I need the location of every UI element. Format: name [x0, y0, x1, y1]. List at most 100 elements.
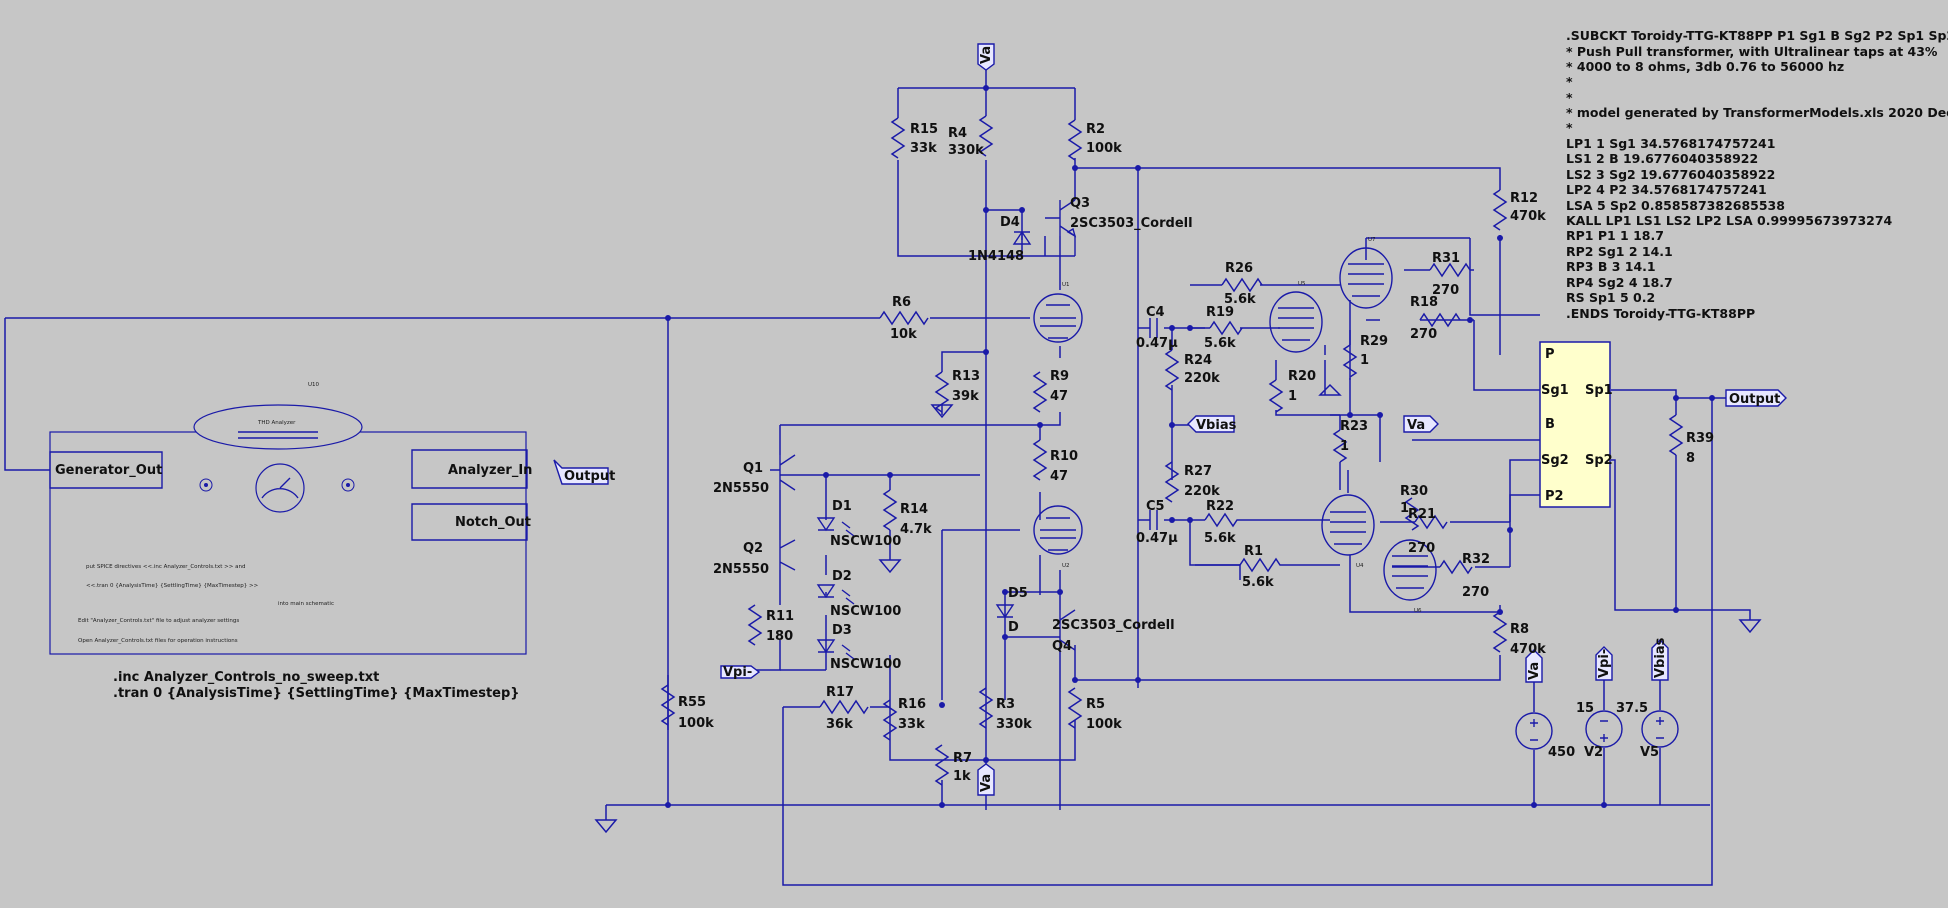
v2-source: [1515, 712, 1553, 750]
svg-text:R1: R1: [1244, 544, 1263, 559]
ground-icon: [1738, 619, 1762, 634]
svg-text:.inc Analyzer_Controls_no_swee: .inc Analyzer_Controls_no_sweep.txt: [113, 670, 379, 685]
svg-text:Output: Output: [564, 469, 615, 484]
svg-text:D3: D3: [832, 623, 852, 638]
svg-text:1N4148: 1N4148: [968, 249, 1024, 264]
r39-symbol: [1668, 414, 1684, 456]
svg-text:330k: 330k: [996, 717, 1032, 732]
net-label-output-left: Output: [553, 459, 615, 485]
svg-text:U7: U7: [1368, 237, 1376, 243]
svg-text:Sg1: Sg1: [1541, 383, 1569, 398]
meter-dial-icon: [255, 463, 305, 513]
svg-text:<<.tran 0 {AnalysisTime} {Sett: <<.tran 0 {AnalysisTime} {SettlingTime} …: [86, 583, 259, 589]
diodes: [816, 230, 1032, 660]
svg-text:1k: 1k: [953, 769, 971, 784]
r19-symbol: [1209, 320, 1243, 336]
thd-analyzer-block: THD Analyzer U10 Generator_Out Analyzer_…: [49, 382, 532, 655]
svg-text:R30: R30: [1400, 484, 1428, 499]
net-labels: Va Va Vbias Va Vpi- Output Output Va Vpi…: [553, 43, 1787, 796]
svg-text:270: 270: [1432, 283, 1459, 298]
svg-text:LP1 1 Sg1 34.5768174757241: LP1 1 Sg1 34.5768174757241: [1566, 136, 1775, 151]
svg-text:put SPICE directives <<.inc An: put SPICE directives <<.inc Analyzer_Con…: [86, 564, 245, 570]
r13-symbol: [934, 371, 950, 413]
v5-source: [1641, 710, 1679, 748]
svg-text:* model generated by Transfor: * model generated by TransformerModels.x…: [1566, 105, 1948, 120]
svg-text:Sp2: Sp2: [1585, 453, 1613, 468]
r17-symbol: [819, 699, 869, 715]
svg-text:NSCW100: NSCW100: [830, 534, 901, 549]
svg-text:C5: C5: [1146, 499, 1165, 514]
q3-symbol: [1045, 199, 1077, 256]
svg-text:R16: R16: [898, 697, 926, 712]
svg-text:0.47µ: 0.47µ: [1136, 336, 1178, 351]
svg-text:into main schematic: into main schematic: [278, 601, 334, 607]
svg-text:Vpi-: Vpi-: [723, 665, 752, 680]
svg-text:36k: 36k: [826, 717, 853, 732]
svg-text:330k: 330k: [948, 143, 984, 158]
d3-symbol: [816, 639, 855, 660]
svg-text:U4: U4: [1356, 563, 1364, 569]
svg-text:RP1 P1 1 18.7: RP1 P1 1 18.7: [1566, 228, 1664, 243]
svg-text:39k: 39k: [952, 389, 979, 404]
u2-tube: U2: [1033, 505, 1083, 569]
svg-text:1: 1: [1360, 353, 1369, 368]
svg-text:U6: U6: [1414, 608, 1422, 614]
svg-text:Q1: Q1: [743, 461, 763, 476]
transistors: [770, 199, 1077, 651]
ground-symbols: [594, 383, 1762, 834]
svg-text:Va: Va: [1407, 418, 1425, 433]
r8-symbol: [1492, 611, 1508, 653]
svg-text:.tran 0 {AnalysisTime} {Settli: .tran 0 {AnalysisTime} {SettlingTime} {M…: [113, 686, 520, 701]
svg-text:Notch_Out: Notch_Out: [455, 515, 531, 530]
svg-text:R24: R24: [1184, 353, 1212, 368]
spice-subckt-netlist: .SUBCKT Toroidy-TTG-KT88PP P1 Sg1 B Sg2 …: [1566, 28, 1948, 321]
net-label-va-supply: Va: [1525, 649, 1543, 683]
r9-symbol: [1032, 371, 1048, 413]
q4-symbol: [1059, 609, 1076, 651]
r11-symbol: [747, 604, 763, 646]
resistors: [660, 115, 1684, 786]
r20-symbol: [1268, 379, 1284, 413]
tubes: U1 U2 U5 U7 U4 U6: [1033, 237, 1437, 614]
svg-text:*: *: [1566, 120, 1573, 135]
svg-text:Sp1: Sp1: [1585, 383, 1613, 398]
svg-text:270: 270: [1408, 541, 1435, 556]
svg-text:*: *: [1566, 90, 1573, 105]
svg-text:Analyzer_In: Analyzer_In: [448, 463, 532, 478]
r12-symbol: [1492, 189, 1508, 231]
svg-text:Output: Output: [1729, 392, 1780, 407]
r2-symbol: [1067, 119, 1083, 161]
svg-text:V5: V5: [1640, 745, 1659, 760]
q2-symbol: [779, 539, 796, 571]
svg-text:2N5550: 2N5550: [713, 562, 769, 577]
svg-text:R8: R8: [1510, 622, 1529, 637]
ground-icon: [930, 404, 954, 419]
r15-symbol: [890, 117, 906, 159]
u7-tube: U7: [1339, 237, 1393, 309]
svg-text:R32: R32: [1462, 552, 1490, 567]
svg-text:RS Sp1 5 0.2: RS Sp1 5 0.2: [1566, 290, 1655, 305]
svg-text:LSA 5 Sp2 0.85858738268553​8: LSA 5 Sp2 0.85858738268553​8: [1566, 198, 1785, 213]
svg-text:R15: R15: [910, 122, 938, 137]
svg-text:450: 450: [1548, 745, 1575, 760]
svg-text:.SUBCKT Toroidy-TTG-KT88PP P1: .SUBCKT Toroidy-TTG-KT88PP P1 Sg1 B Sg2 …: [1566, 28, 1948, 43]
u4-tube: U4: [1321, 494, 1375, 569]
q1-symbol: [770, 454, 796, 491]
svg-text:R4: R4: [948, 126, 967, 141]
svg-text:* Push Pull transformer, with: * Push Pull transformer, with Ultralinea…: [1566, 44, 1938, 59]
net-label-va-mid: Va: [1403, 415, 1439, 433]
svg-text:270: 270: [1462, 585, 1489, 600]
u1-tube: U1: [1033, 282, 1083, 343]
svg-text:1: 1: [1340, 439, 1349, 454]
output-transformer: P Sg1 Sp1 B Sg2 Sp2 P2: [1539, 341, 1613, 508]
svg-text:R31: R31: [1432, 251, 1460, 266]
svg-text:100k: 100k: [678, 716, 714, 731]
svg-text:220k: 220k: [1184, 371, 1220, 386]
c4-symbol: [1149, 318, 1158, 338]
svg-text:R29: R29: [1360, 334, 1388, 349]
d2-symbol: [816, 584, 855, 605]
svg-text:Sg2: Sg2: [1541, 453, 1569, 468]
svg-text:R13: R13: [952, 369, 980, 384]
svg-text:100k: 100k: [1086, 141, 1122, 156]
